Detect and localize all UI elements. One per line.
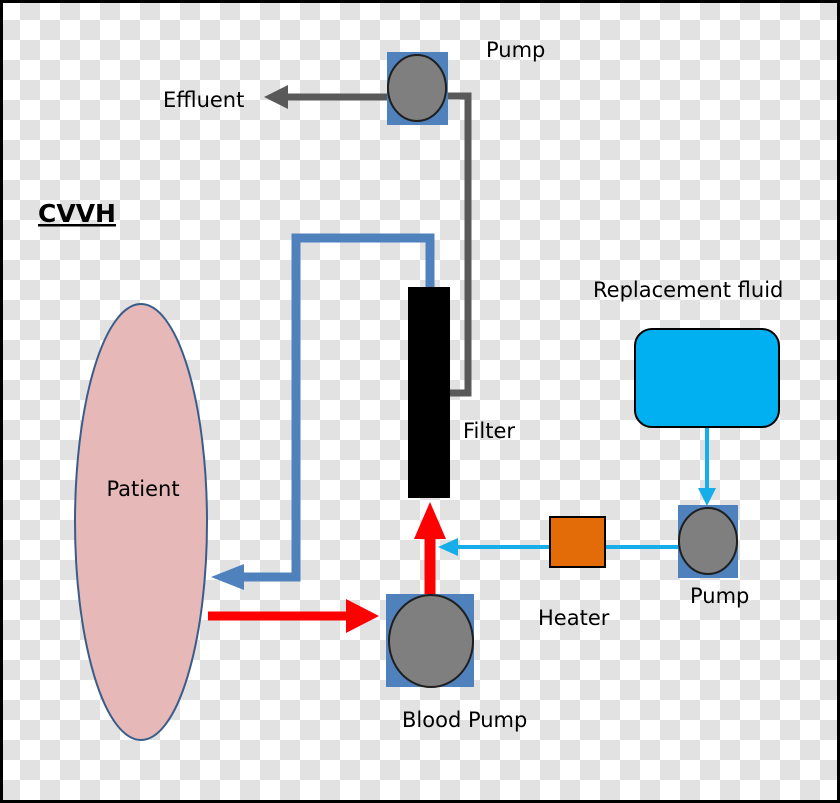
blood-up-arrowhead — [414, 502, 446, 539]
pump-top-label: Pump — [486, 38, 545, 62]
heater — [549, 516, 606, 568]
patient: Patient — [74, 303, 208, 741]
effluent-label: Effluent — [163, 88, 244, 112]
effluent-pump-rotor — [387, 54, 447, 122]
pump-right-label: Pump — [690, 584, 749, 608]
replacement-pump — [678, 505, 738, 578]
blood-pump-label: Blood Pump — [402, 708, 527, 732]
blood-out-arrowhead — [346, 599, 379, 633]
replacement-in-arrowhead — [438, 538, 458, 556]
diagram-title: CVVH — [38, 199, 116, 228]
blood-pump — [386, 594, 474, 688]
blood-pump-rotor — [388, 594, 474, 688]
replacement-fluid-label: Replacement fluid — [593, 278, 783, 302]
return-line-path — [240, 233, 435, 582]
patient-ellipse — [74, 303, 208, 741]
return-arrowhead — [211, 564, 244, 590]
blood-return-line — [211, 233, 435, 590]
heater-label: Heater — [538, 606, 610, 630]
replacement-down-arrowhead — [698, 488, 716, 506]
effluent-arrowhead — [264, 85, 288, 109]
effluent-pump — [387, 52, 448, 125]
effluent-line — [264, 85, 472, 397]
replacement-pump-rotor — [678, 507, 738, 575]
replacement-line — [438, 428, 716, 556]
patient-label: Patient — [106, 477, 179, 501]
filter-label: Filter — [463, 419, 515, 443]
blood-out-line — [208, 502, 446, 633]
filter — [408, 287, 450, 498]
replacement-fluid-bag — [634, 328, 780, 428]
effluent-line-path — [447, 92, 472, 397]
